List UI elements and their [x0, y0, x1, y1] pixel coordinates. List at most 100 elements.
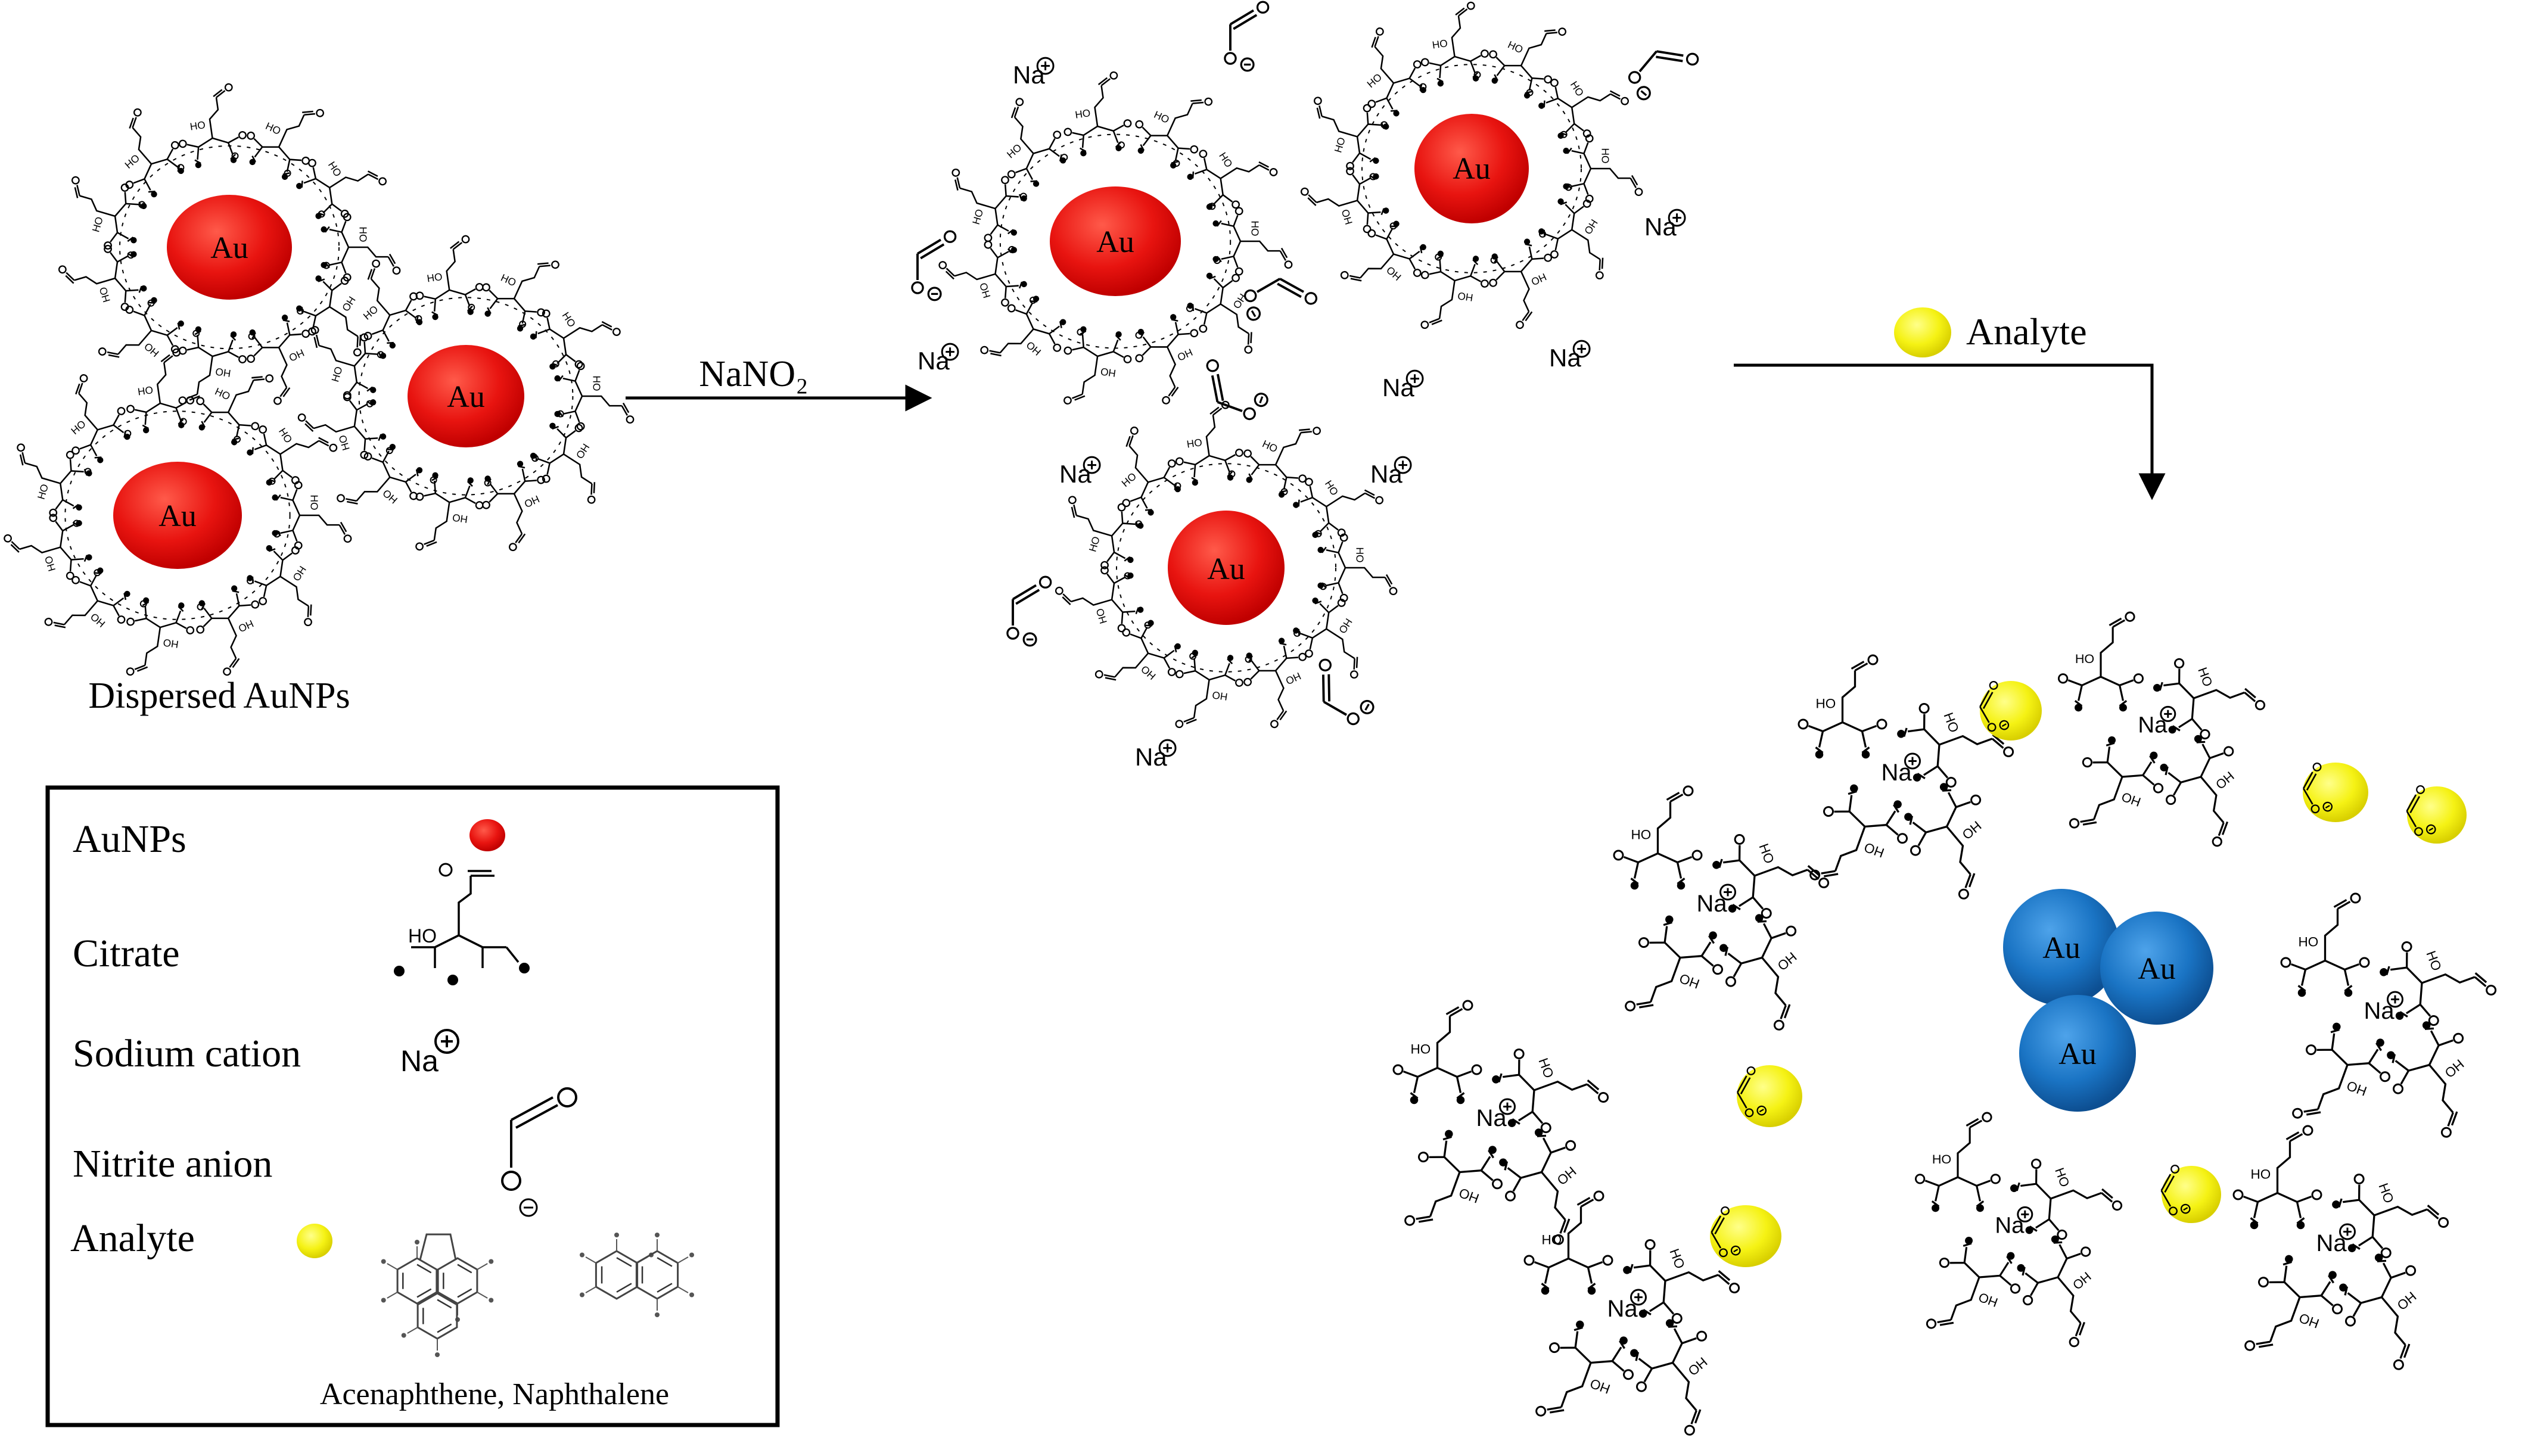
citrate-molecule: HO — [980, 295, 1066, 358]
citrate-molecule: HO — [1523, 1190, 1613, 1295]
hydroxyl-label: HO — [574, 441, 592, 461]
hydroxyl-label: HO — [408, 925, 437, 947]
analyte-sphere — [2303, 763, 2368, 822]
citrate-molecule: HO — [2280, 892, 2370, 997]
nitrite-ion — [2160, 1165, 2191, 1216]
nanoparticle-label: Au — [2042, 931, 2081, 965]
hydroxyl-label: HO — [1932, 1152, 1951, 1166]
chem-label: Na — [2316, 1230, 2347, 1256]
hydroxyl-label: HO — [1685, 1354, 1710, 1379]
citrate-molecule: HO — [321, 213, 401, 282]
hydroxyl-label: HO — [1506, 39, 1525, 56]
hydroxyl-label: HO — [1284, 670, 1303, 687]
citrate-molecule: HO — [1563, 134, 1643, 203]
chem-label: Na — [2138, 713, 2168, 738]
citrate-molecule: HO — [415, 235, 484, 321]
hydroxyl-label: HO — [590, 376, 602, 391]
hydroxyl-label: HO — [361, 303, 381, 322]
hydroxyl-label: HO — [1249, 221, 1261, 237]
hydroxyl-label: HO — [88, 611, 108, 630]
hydroxyl-label: HO — [1457, 1185, 1481, 1206]
nitrite-ion — [1628, 50, 1699, 101]
citrate-molecule: HO — [4, 514, 92, 580]
chem-label: Na — [1059, 460, 1091, 488]
reaction-arrow-2 — [1734, 363, 2166, 500]
hydroxyl-label: HO — [326, 159, 344, 179]
citrate-molecule: HO — [178, 83, 247, 169]
chem-label: Na — [1135, 743, 1167, 771]
hydroxyl-label: HO — [499, 272, 518, 289]
citrate-molecule: HO — [938, 240, 1027, 307]
citrate-molecule: HO — [1489, 27, 1566, 99]
citrate-molecule: HO — [196, 585, 260, 676]
hydroxyl-label: HO — [1364, 71, 1384, 90]
chem-label: Na — [1549, 344, 1581, 372]
hydroxyl-label: HO — [1384, 264, 1404, 283]
hydroxyl-label: HO — [264, 120, 283, 137]
citrate-molecule: HO — [482, 260, 559, 332]
citrate-molecule: HO — [1914, 1112, 2001, 1212]
citrate-molecule: HO — [1243, 637, 1307, 729]
treated-nanoparticle-2: Au — [1414, 114, 1529, 223]
citrate-molecule: HO — [17, 443, 92, 517]
citrate-molecule: HO — [1317, 533, 1398, 602]
hydroxyl-label: HO — [336, 434, 352, 452]
hydroxyl-label: HO — [2119, 789, 2142, 810]
analyte-sphere-layer — [1710, 681, 2467, 1267]
citrate-molecule: HO — [1187, 272, 1253, 354]
citrate-molecule: HO — [1719, 914, 1799, 1031]
hydroxyl-label: HO — [1119, 470, 1139, 489]
hydroxyl-label: HO — [35, 483, 51, 500]
nitrite-structure-icon — [501, 1087, 577, 1217]
hydroxyl-label: HO — [1756, 842, 1777, 866]
hydroxyl-label: HO — [357, 227, 369, 242]
hydroxyl-label: HO — [1599, 148, 1611, 164]
hydroxyl-label: HO — [1568, 79, 1587, 99]
hydroxyl-label: HO — [122, 152, 142, 171]
hydroxyl-label: HO — [308, 495, 320, 511]
citrate-molecule: HO — [2387, 1021, 2467, 1138]
chem-label: Na — [1697, 891, 1728, 917]
hydroxyl-label: HO — [1100, 365, 1117, 379]
citrate-molecule: HO — [247, 108, 324, 180]
citrate-molecule: HO — [126, 597, 195, 676]
citrate-molecule: HO — [1068, 496, 1144, 570]
hydroxyl-label: HO — [2423, 949, 2444, 973]
analyte-sphere — [2406, 785, 2467, 844]
citrate-molecule: HO — [1063, 71, 1132, 157]
citrate-molecule: HO — [1175, 649, 1243, 729]
hydroxyl-label: HO — [1086, 535, 1102, 553]
hydroxyl-label: HO — [89, 215, 105, 233]
citrate-molecule: HO — [1798, 654, 1887, 759]
hydroxyl-label: HO — [213, 385, 232, 403]
acenaphthene-structure-icon — [381, 1233, 494, 1357]
citrate-molecule: HO — [272, 481, 352, 550]
hydroxyl-label: HO — [1666, 1247, 1687, 1271]
hydroxyl-label: HO — [1261, 438, 1280, 455]
nitrite-ion — [1244, 278, 1318, 321]
hydroxyl-label: HO — [1678, 970, 1702, 991]
sodium-cation: Na — [1135, 739, 1177, 771]
hydroxyl-label: HO — [2375, 1181, 2396, 1205]
legend-label-sodium: Sodium cation — [73, 1032, 301, 1075]
citrate-molecule: HO — [178, 326, 247, 405]
chem-label: Na — [1370, 460, 1403, 488]
analyte-examples-caption: Acenaphthene, Naphthalene — [320, 1377, 669, 1411]
hydroxyl-label: HO — [1457, 290, 1473, 304]
nitrite-ion — [1318, 658, 1374, 726]
hydroxyl-label: HO — [452, 512, 468, 525]
citrate-molecule: HO — [1712, 834, 1830, 919]
aggregated-nanoparticle-2: Au — [2100, 911, 2213, 1025]
citrate-molecule: HO — [1499, 1128, 1579, 1245]
citrate-molecule: HO — [1630, 1319, 1710, 1436]
hydroxyl-label: HO — [1024, 339, 1043, 358]
citrate-molecule: HO — [1300, 167, 1389, 234]
nanoparticle-label: Au — [1453, 152, 1491, 186]
citrate-molecule: HO — [1535, 1320, 1634, 1417]
hydroxyl-label: HO — [276, 426, 295, 446]
citrate-molecule: HO — [1005, 98, 1066, 187]
hydroxyl-label: HO — [2213, 769, 2237, 792]
